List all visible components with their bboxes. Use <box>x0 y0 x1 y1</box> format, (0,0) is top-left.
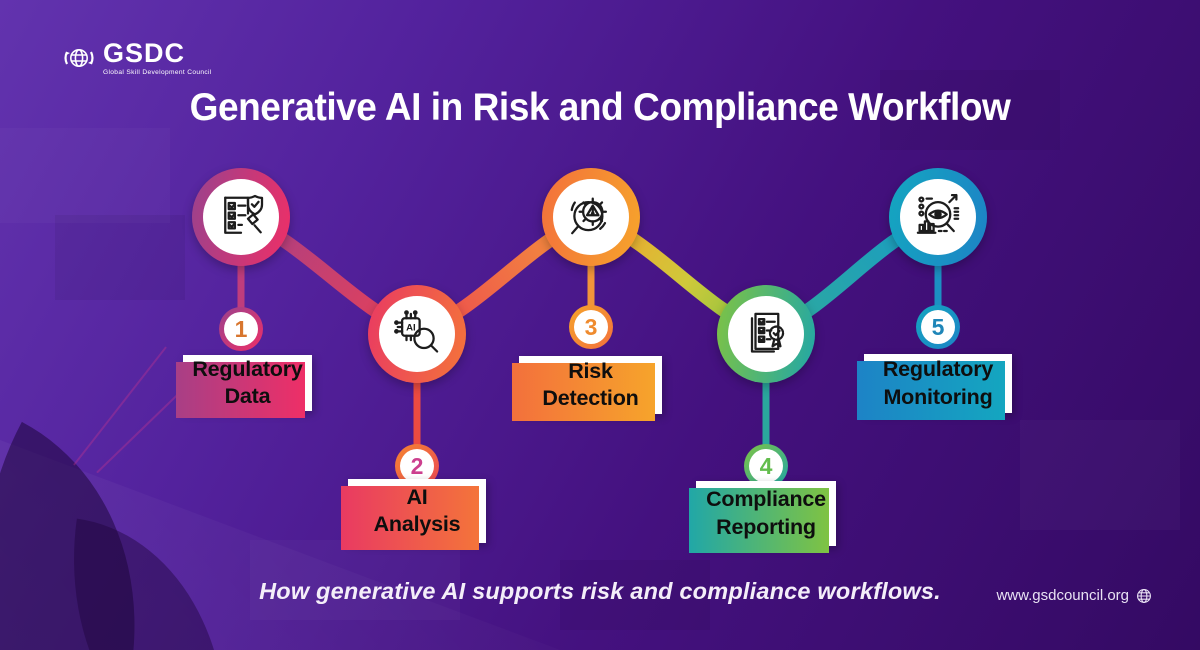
logo-text: GSDC <box>103 38 186 68</box>
step-number-badge-5: 5 <box>916 305 960 349</box>
step-label-1: Regulatory Data <box>183 355 312 411</box>
step-number: 5 <box>931 313 945 340</box>
step-label-line: Analysis <box>373 512 461 536</box>
step-label-line: Regulatory <box>192 356 303 381</box>
step-label-line: Reporting <box>716 514 816 539</box>
step-number: 1 <box>234 315 248 342</box>
step-label-3: Risk Detection <box>519 356 662 414</box>
logo-tagline: Global Skill Development Council <box>103 69 212 76</box>
checklist-shield-gavel-icon <box>224 194 264 234</box>
step-label-line: Compliance <box>706 487 826 512</box>
step-label-line: Regulatory <box>882 357 994 382</box>
step-number: 2 <box>410 452 424 479</box>
website-link: www.gsdcouncil.org <box>996 587 1152 604</box>
step-number-badge-1: 1 <box>219 307 263 351</box>
step-label-line: Risk <box>568 358 613 383</box>
globe-icon <box>1137 588 1151 603</box>
step-icon-circle: AI <box>379 296 455 372</box>
step-label-line: Monitoring <box>883 384 993 409</box>
step-icon-circle <box>900 179 976 255</box>
step-number-badge-3: 3 <box>569 305 613 349</box>
globe-orbit-icon <box>64 49 94 68</box>
caption-text: How generative AI supports risk and comp… <box>259 578 941 604</box>
svg-text:AI: AI <box>406 323 416 334</box>
gsdc-logo: GSDC Global Skill Development Council <box>62 40 212 77</box>
step-node-4 <box>717 285 815 383</box>
website-url: www.gsdcouncil.org <box>996 587 1129 604</box>
step-label-4: Compliance Reporting <box>696 481 836 546</box>
ai-chip-magnifier-icon: AI <box>394 310 439 353</box>
step-number: 3 <box>584 313 598 340</box>
step-icon-circle <box>728 296 804 372</box>
step-node-1 <box>192 168 290 266</box>
gear-warning-magnifier-icon <box>570 197 608 235</box>
eye-magnifier-analytics-icon <box>916 193 960 234</box>
step-label-line: Data <box>224 384 271 408</box>
step-number: 4 <box>759 452 773 479</box>
step-label-line: AI <box>406 484 428 509</box>
page-title: Generative AI in Risk and Compliance Wor… <box>189 86 1011 129</box>
certified-report-icon <box>750 312 785 353</box>
step-node-2: AI <box>368 285 466 383</box>
step-label-5: Regulatory Monitoring <box>864 354 1012 413</box>
step-icon-circle <box>203 179 279 255</box>
step-node-3 <box>542 168 640 266</box>
step-node-5 <box>889 168 987 266</box>
step-label-line: Detection <box>542 386 639 410</box>
step-label-2: AI Analysis <box>348 479 486 543</box>
step-icon-circle <box>553 179 629 255</box>
